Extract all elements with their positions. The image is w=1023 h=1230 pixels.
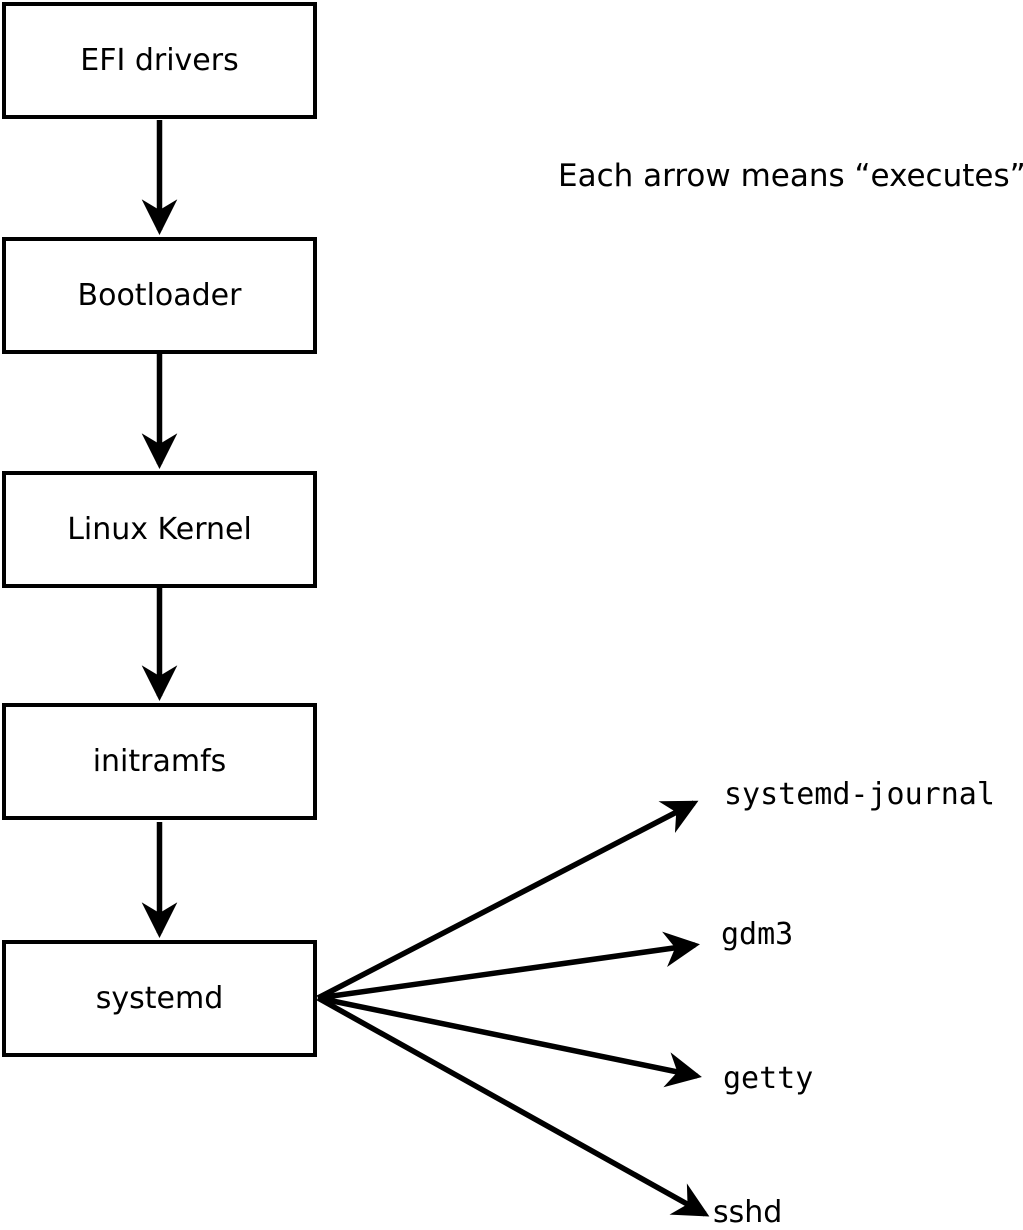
- box-linux-kernel: Linux Kernel: [2, 471, 317, 588]
- box-label: initramfs: [92, 743, 227, 779]
- box-label: EFI drivers: [80, 42, 239, 78]
- arrow-systemd-to-getty: [317, 995, 702, 1088]
- box-label: systemd: [95, 980, 224, 1016]
- arrow-systemd-to-gdm3: [317, 931, 700, 1001]
- arrow-systemd-to-sshd: [316, 995, 710, 1217]
- box-efi-drivers: EFI drivers: [2, 2, 317, 119]
- box-systemd: systemd: [2, 940, 317, 1057]
- box-label: Linux Kernel: [67, 511, 252, 547]
- process-label-sshd: sshd: [713, 1195, 783, 1230]
- arrow-meaning-note: Each arrow means “executes”.: [558, 158, 1023, 194]
- process-label-getty: getty: [723, 1061, 814, 1096]
- box-bootloader: Bootloader: [2, 237, 317, 354]
- process-label-gdm3: gdm3: [721, 917, 794, 952]
- box-label: Bootloader: [77, 277, 242, 313]
- box-initramfs: initramfs: [2, 703, 317, 820]
- arrow-systemd-to-journal: [316, 800, 699, 1001]
- process-label-systemd-journal: systemd-journal: [724, 777, 995, 812]
